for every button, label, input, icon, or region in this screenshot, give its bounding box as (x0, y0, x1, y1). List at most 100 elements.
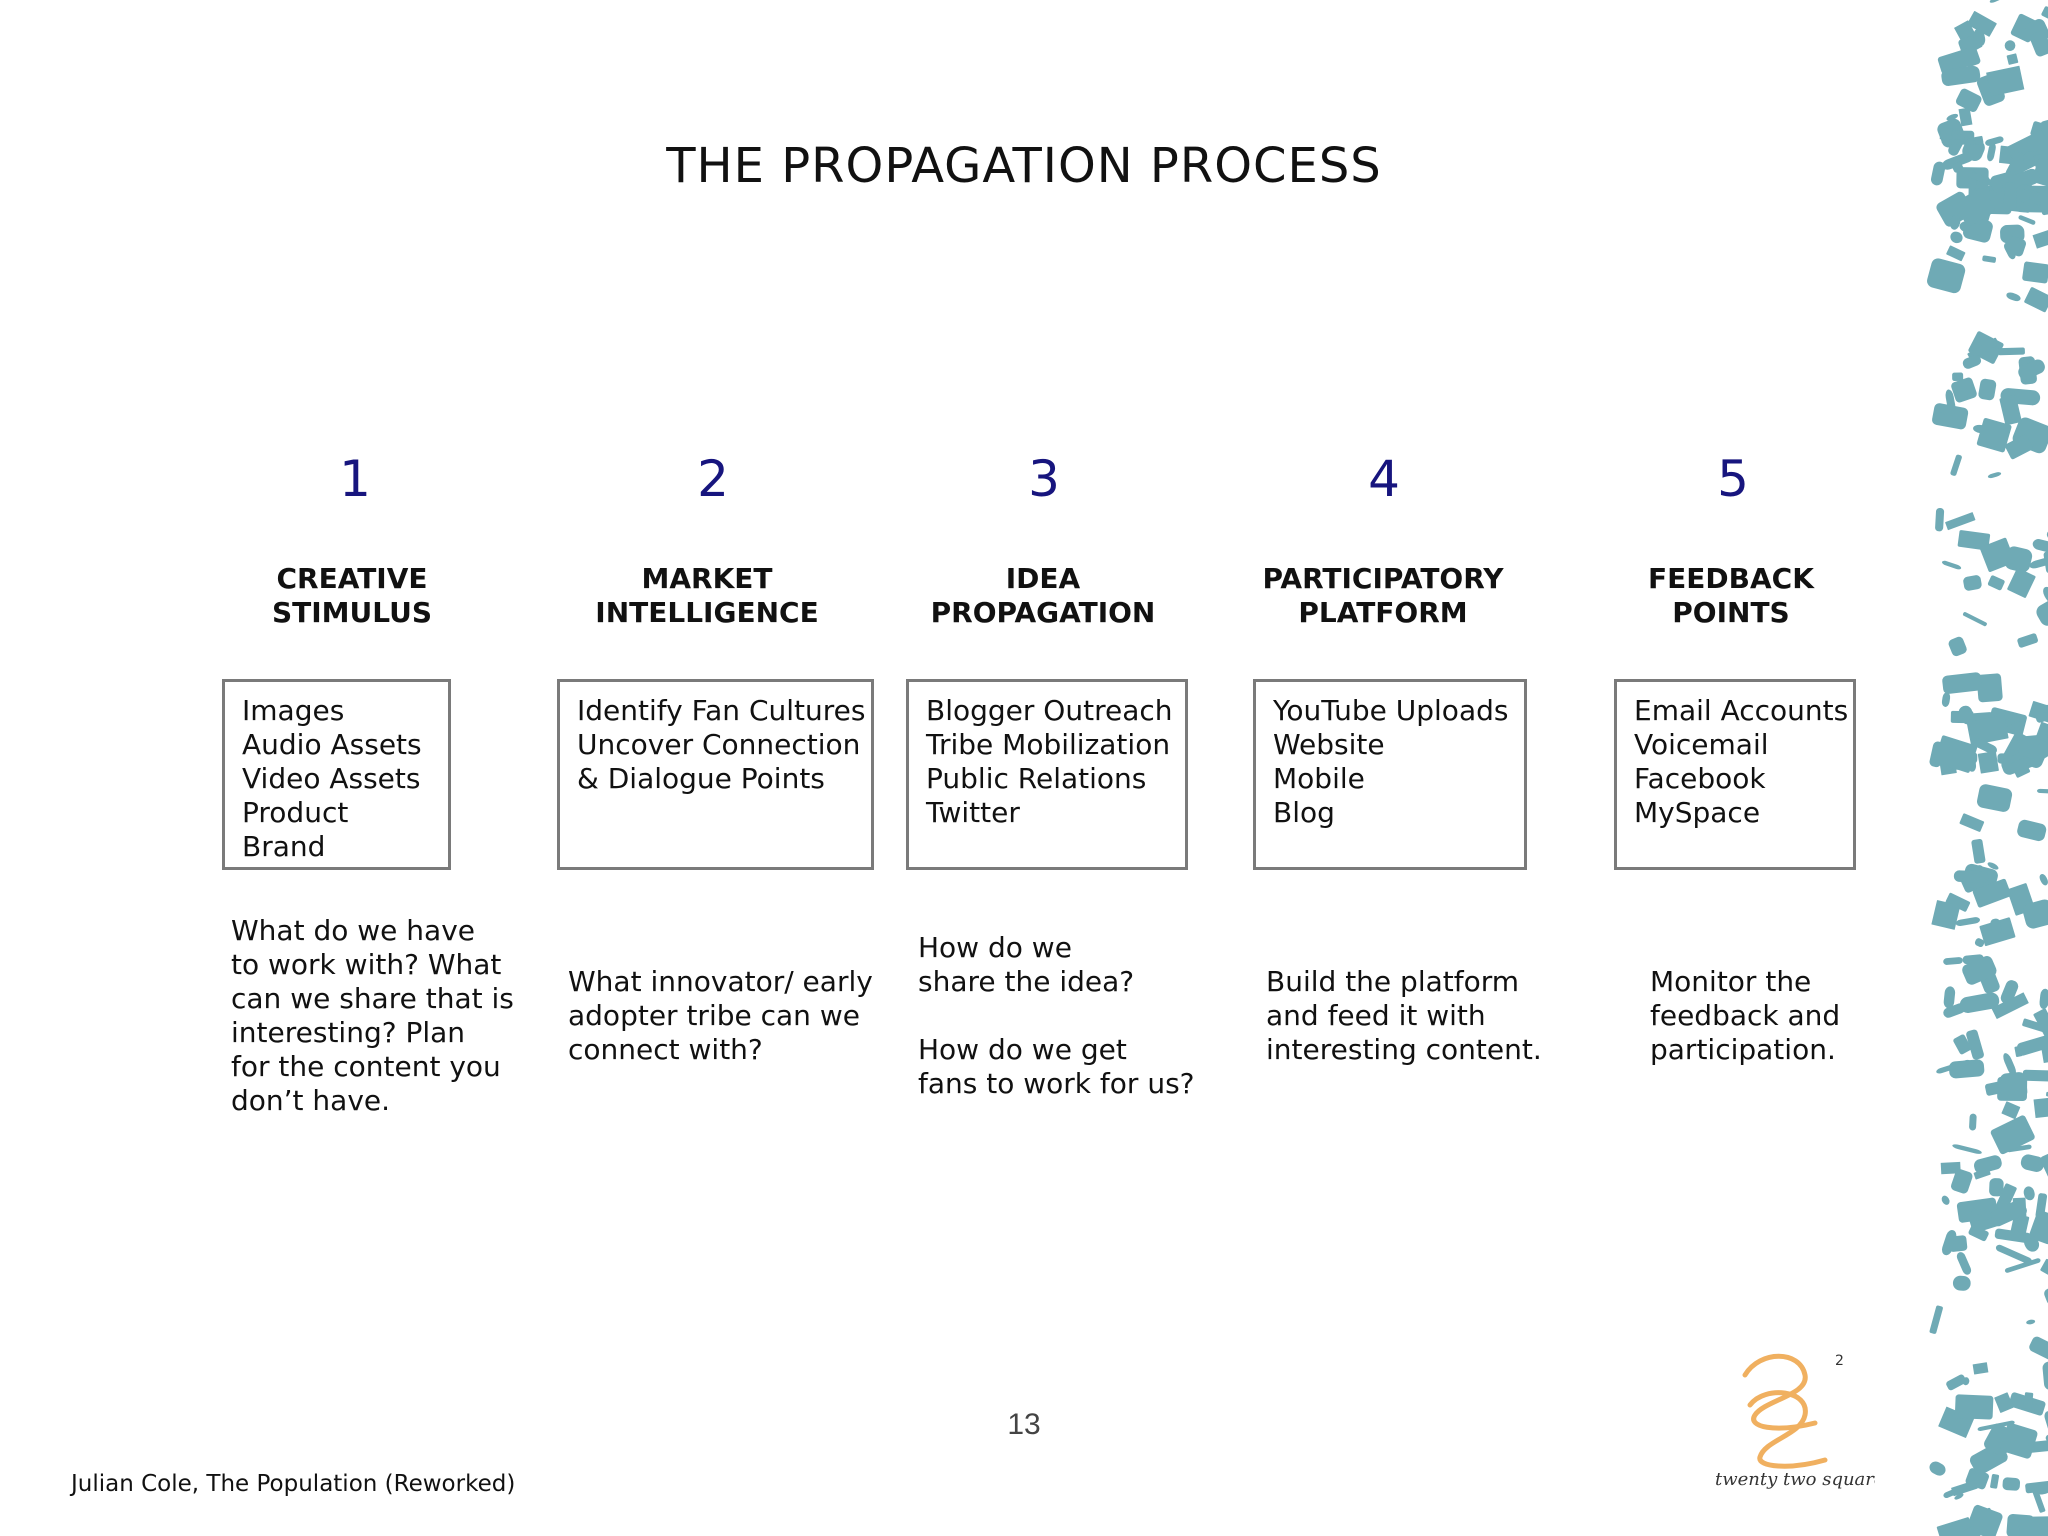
graffiti-splotch (2029, 1336, 2048, 1362)
graffiti-splotch (1939, 127, 1954, 141)
graffiti-splotch (2022, 1069, 2048, 1082)
graffiti-splotch (1973, 28, 1986, 47)
graffiti-splotch (2007, 567, 2036, 598)
graffiti-splotch (1936, 1059, 1971, 1074)
step-heading: IDEA PROPAGATION (903, 562, 1183, 630)
step-description-line: can we share that is (231, 982, 514, 1015)
graffiti-splotch (2023, 1392, 2034, 1409)
graffiti-splotch (1978, 378, 1997, 401)
step-items-box: Email Accounts Voicemail Facebook MySpac… (1614, 679, 1856, 870)
graffiti-splotch (1994, 1392, 2014, 1413)
step-heading-line: STIMULUS (271, 596, 433, 629)
step-description-line: Build the platform (1266, 965, 1520, 998)
step-description-line: How do we (918, 931, 1072, 964)
step-item: Mobile (1273, 762, 1365, 795)
graffiti-splotch (2017, 633, 2038, 648)
graffiti-splotch (1979, 537, 2016, 572)
graffiti-splotch (1955, 188, 1995, 226)
graffiti-splotch (1950, 231, 1963, 244)
graffiti-splotch (2029, 1210, 2048, 1245)
step-description-line: What do we have (231, 914, 476, 947)
graffiti-splotch (1953, 870, 1989, 883)
step-item: Images (242, 694, 345, 727)
graffiti-splotch (1990, 1115, 2035, 1155)
graffiti-splotch (1959, 813, 1985, 832)
step-heading: MARKET INTELLIGENCE (567, 562, 847, 630)
graffiti-splotch (1990, 918, 2002, 935)
graffiti-splotch (2032, 228, 2048, 249)
graffiti-splotch (1936, 1517, 1974, 1536)
step-description-line: feedback and (1650, 999, 1841, 1032)
graffiti-splotch (1962, 612, 1987, 627)
step-heading-line: MARKET (641, 562, 773, 595)
step-heading-line: PARTICIPATORY (1262, 562, 1504, 595)
step-description-line: don’t have. (231, 1084, 391, 1117)
graffiti-splotch (2000, 980, 2019, 1005)
graffiti-splotch (1952, 1275, 1971, 1291)
graffiti-splotch (1957, 530, 1991, 551)
graffiti-splotch (1972, 878, 2012, 908)
graffiti-splotch (1951, 377, 1977, 403)
graffiti-splotch (1976, 417, 2012, 453)
graffiti-splotch (1986, 65, 2025, 97)
graffiti-splotch (1927, 258, 1966, 294)
graffiti-splotch (1977, 751, 1999, 774)
graffiti-splotch (2020, 1154, 2045, 1172)
graffiti-splotch (1945, 512, 1976, 531)
graffiti-splotch (2000, 1423, 2038, 1459)
description-spacer (918, 999, 1195, 1033)
step-description-line: interesting content. (1266, 1033, 1542, 1066)
graffiti-splotch (2018, 215, 2036, 225)
graffiti-splotch (1952, 372, 1964, 381)
graffiti-splotch (1943, 1003, 1966, 1018)
graffiti-splotch (1966, 715, 2009, 746)
step-description-line: connect with? (568, 1033, 763, 1066)
graffiti-splotch (1945, 389, 1956, 414)
step-item: Public Relations (926, 762, 1147, 795)
step-description-line: How do we get (918, 1033, 1127, 1066)
step-heading-line: FEEDBACK (1648, 562, 1814, 595)
graffiti-splotch (2036, 596, 2048, 626)
graffiti-splotch (2018, 736, 2040, 759)
graffiti-splotch (1987, 575, 2005, 591)
graffiti-splotch (1954, 1394, 1994, 1420)
step-heading-line: PLATFORM (1298, 596, 1468, 629)
graffiti-splotch (1941, 151, 1975, 170)
step-number: 2 (697, 450, 729, 508)
graffiti-splotch (1943, 957, 1963, 965)
step-item: Brand (242, 830, 326, 863)
graffiti-splotch (1955, 88, 1982, 112)
graffiti-splotch (1941, 65, 1981, 86)
graffiti-splotch (2022, 1018, 2048, 1035)
graffiti-splotch (1974, 938, 1985, 948)
graffiti-splotch (2006, 1144, 2032, 1153)
graffiti-splotch (2024, 287, 2048, 313)
graffiti-splotch (1987, 142, 1996, 162)
graffiti-splotch (1990, 1199, 2027, 1227)
svg-text:2: 2 (1835, 1353, 1844, 1369)
step-number: 3 (1028, 450, 1060, 508)
graffiti-splotch (1954, 1493, 1964, 1500)
graffiti-splotch (1958, 107, 1973, 127)
graffiti-splotch (1977, 784, 2013, 812)
graffiti-splotch (2031, 1487, 2046, 1513)
step-number: 5 (1717, 450, 1749, 508)
graffiti-splotch (1980, 1507, 1992, 1534)
graffiti-splotch (1948, 636, 1967, 657)
step-description-line: fans to work for us? (918, 1067, 1195, 1100)
graffiti-splotch (2039, 706, 2048, 715)
step-description-line: participation. (1650, 1033, 1836, 1066)
step-item: Blog (1273, 796, 1335, 829)
graffiti-splotch (1995, 1244, 2032, 1265)
graffiti-splotch (1934, 735, 1978, 773)
graffiti-splotch (1994, 1183, 2017, 1214)
step-description-line: What innovator/ early (568, 965, 873, 998)
graffiti-splotch (1977, 1420, 2015, 1431)
graffiti-splotch (2017, 1034, 2048, 1056)
graffiti-splotch (1946, 113, 1959, 121)
svg-text:twenty two squared: twenty two squared (1715, 1469, 1875, 1490)
graffiti-splotch (1971, 838, 1986, 864)
graffiti-splotch (1930, 161, 1946, 186)
graffiti-splotch (1999, 1072, 2028, 1100)
step-description: Monitor the feedback and participation. (1650, 965, 1840, 1067)
